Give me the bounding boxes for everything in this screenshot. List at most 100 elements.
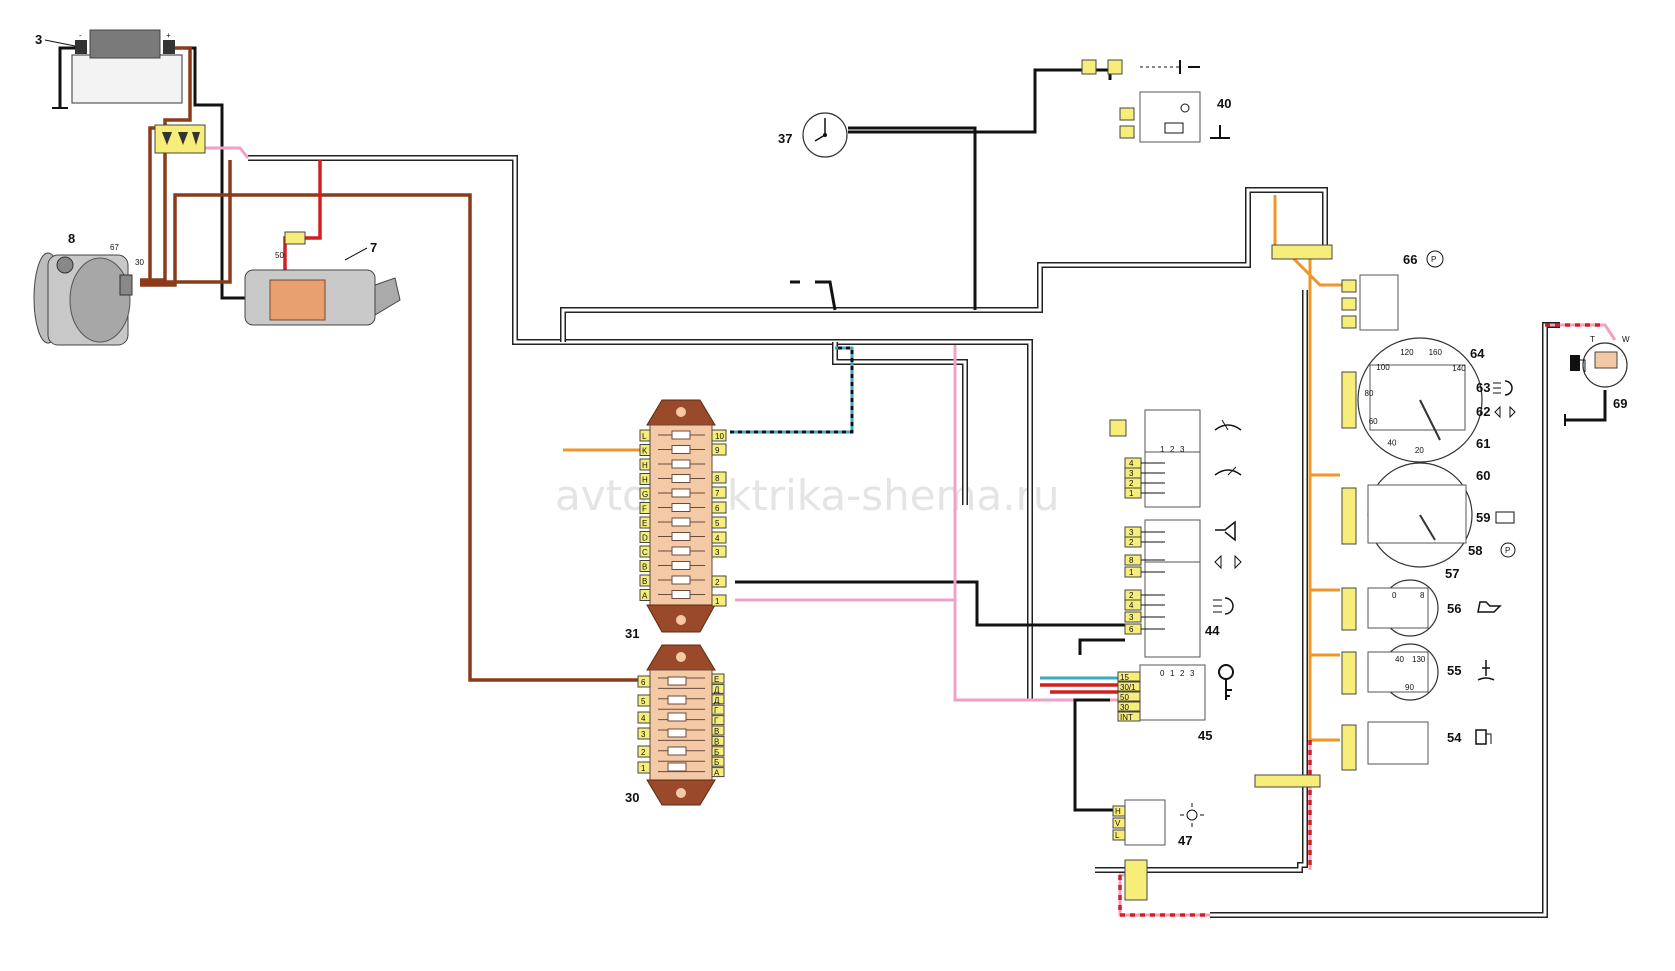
oil-can-icon	[1477, 601, 1502, 613]
fuse31-left-pin-label: L	[642, 432, 647, 441]
ign-pin-label: 50	[1120, 693, 1129, 702]
fuse31-left-pin-label: H	[642, 461, 648, 470]
speedo-scale-label: 60	[1369, 417, 1378, 426]
ign-pin	[1117, 681, 1141, 692]
horn-icon	[1215, 520, 1236, 542]
battery-connector	[154, 124, 206, 154]
fuse30-right-pin-label: Г	[714, 706, 719, 715]
fuse31-fuse	[671, 488, 691, 498]
fuse31-right-pin	[711, 531, 727, 544]
sw44-pin-label: 1	[1129, 568, 1134, 577]
fuse31-left-pin-label: B	[642, 577, 647, 586]
ign-pin-label: 15	[1120, 673, 1129, 682]
fuel-pump-icon	[1570, 355, 1586, 372]
fuse30-right-pin	[711, 694, 725, 705]
light-switch-47: HVL 47	[1112, 799, 1204, 848]
fuse30-right-pin-label: Б	[714, 748, 719, 757]
oil-gauge-label: 56	[1447, 601, 1461, 616]
starter-label: 7	[370, 240, 377, 255]
speedo-scale-label: 100	[1376, 363, 1390, 372]
fuse31-right-pin-label: 1	[715, 597, 720, 606]
fuse31-left-pin-label: H	[642, 476, 648, 485]
temp-scale-90: 90	[1405, 683, 1414, 692]
lamp-63-label: 63	[1476, 380, 1490, 395]
sw44-pin-label: 3	[1129, 613, 1134, 622]
coolant-temp-icon	[1477, 660, 1495, 681]
ign-pin	[1117, 711, 1141, 722]
fuse31-left-pin	[639, 560, 651, 572]
fuse31-left-pin	[639, 516, 651, 529]
fuse31-fuse	[671, 474, 691, 483]
fuse-block-30-label: 30	[625, 790, 639, 805]
fuse30-left-pin-label: 1	[641, 764, 646, 773]
battery: - + 3	[35, 29, 183, 109]
fuse31-fuse	[671, 517, 691, 527]
battery-label: 3	[35, 32, 42, 47]
clock: 37	[778, 112, 848, 158]
ign-position-label: 3	[1190, 669, 1195, 678]
headlight-icon	[1213, 597, 1234, 615]
fuse30-right-pin-label: В	[714, 737, 719, 746]
svg-text:P: P	[1431, 255, 1436, 264]
fuse31-right-pin	[711, 443, 727, 456]
fuse31-fuse	[671, 546, 691, 556]
parking-brake-icon: P	[1426, 250, 1444, 268]
fuse30-right-pin	[711, 746, 725, 757]
parking-brake-icon: P	[1500, 542, 1516, 558]
sw44-pin-label: 6	[1129, 625, 1134, 634]
fuse31-left-pin	[639, 444, 651, 456]
fuse31-left-pin	[639, 473, 651, 485]
fuse31-left-pin-label: A	[642, 592, 648, 601]
fuse30-left-pin-label: 5	[641, 697, 646, 706]
fuse30-right-pin	[711, 683, 725, 694]
fuse30-right-pin	[711, 673, 725, 684]
sw44-pin-label: 8	[1129, 556, 1134, 565]
ignition-switch-label: 45	[1198, 728, 1212, 743]
tachometer-gauge: 60 59 58 57 P	[1341, 462, 1516, 581]
clock-switch-label: 40	[1217, 96, 1231, 111]
fuse31-right-pin	[711, 516, 727, 529]
fuse31-right-pin-label: 2	[715, 578, 720, 587]
ign-position-label: 0	[1160, 669, 1165, 678]
ign-pin	[1117, 691, 1141, 702]
alternator-label: 8	[68, 231, 75, 246]
svg-text:P: P	[1505, 546, 1510, 555]
fuse30-left-pin	[637, 727, 651, 740]
fuse31-fuse	[671, 575, 691, 585]
clock-switch: 40	[1107, 59, 1231, 143]
lamp-60-label: 60	[1476, 468, 1490, 483]
oil-scale-8: 8	[1420, 591, 1425, 600]
fuse-block-31-label: 31	[625, 626, 639, 641]
lamp-57-label: 57	[1445, 566, 1459, 581]
fuse31-left-pin	[639, 458, 651, 471]
speedo-scale-label: 120	[1400, 348, 1414, 357]
key-icon	[1218, 664, 1234, 700]
fuse31-right-pin-label: 8	[715, 474, 720, 483]
fuse30-left-pin	[637, 761, 651, 774]
fuse31-right-pin-label: 6	[715, 504, 720, 513]
fuse30-left-pin	[637, 745, 651, 758]
sender-terminal-t: T	[1590, 335, 1595, 344]
fuse31-right-pin-label: 9	[715, 446, 720, 455]
fuse31-fuse	[671, 590, 691, 599]
fuse30-right-pin-label: Г	[714, 717, 719, 726]
fuse31-right-pin	[711, 429, 727, 442]
fuse30-left-pin-label: 4	[641, 714, 646, 723]
fuse31-left-pin	[639, 487, 651, 500]
light-switch-label: 47	[1178, 833, 1192, 848]
alt-terminal-67: 67	[110, 243, 119, 252]
temp-scale-130: 130	[1412, 655, 1426, 664]
headlight-icon	[1493, 380, 1513, 396]
speedo-scale-label: 80	[1365, 389, 1374, 398]
light-pin	[1112, 805, 1126, 817]
sw44-pin-label: 2	[1129, 538, 1134, 547]
fuel-gauge: 54	[1341, 721, 1492, 771]
fuse31-fuse	[671, 445, 691, 454]
lamp-61-label: 61	[1476, 436, 1490, 451]
light-icon	[1180, 803, 1204, 827]
switch-block-44-label: 44	[1205, 623, 1220, 638]
fuse30-right-pin-label: А	[714, 769, 720, 778]
light-pin-label: L	[1115, 831, 1120, 840]
fuse30-right-pin-label: Б	[714, 758, 719, 767]
